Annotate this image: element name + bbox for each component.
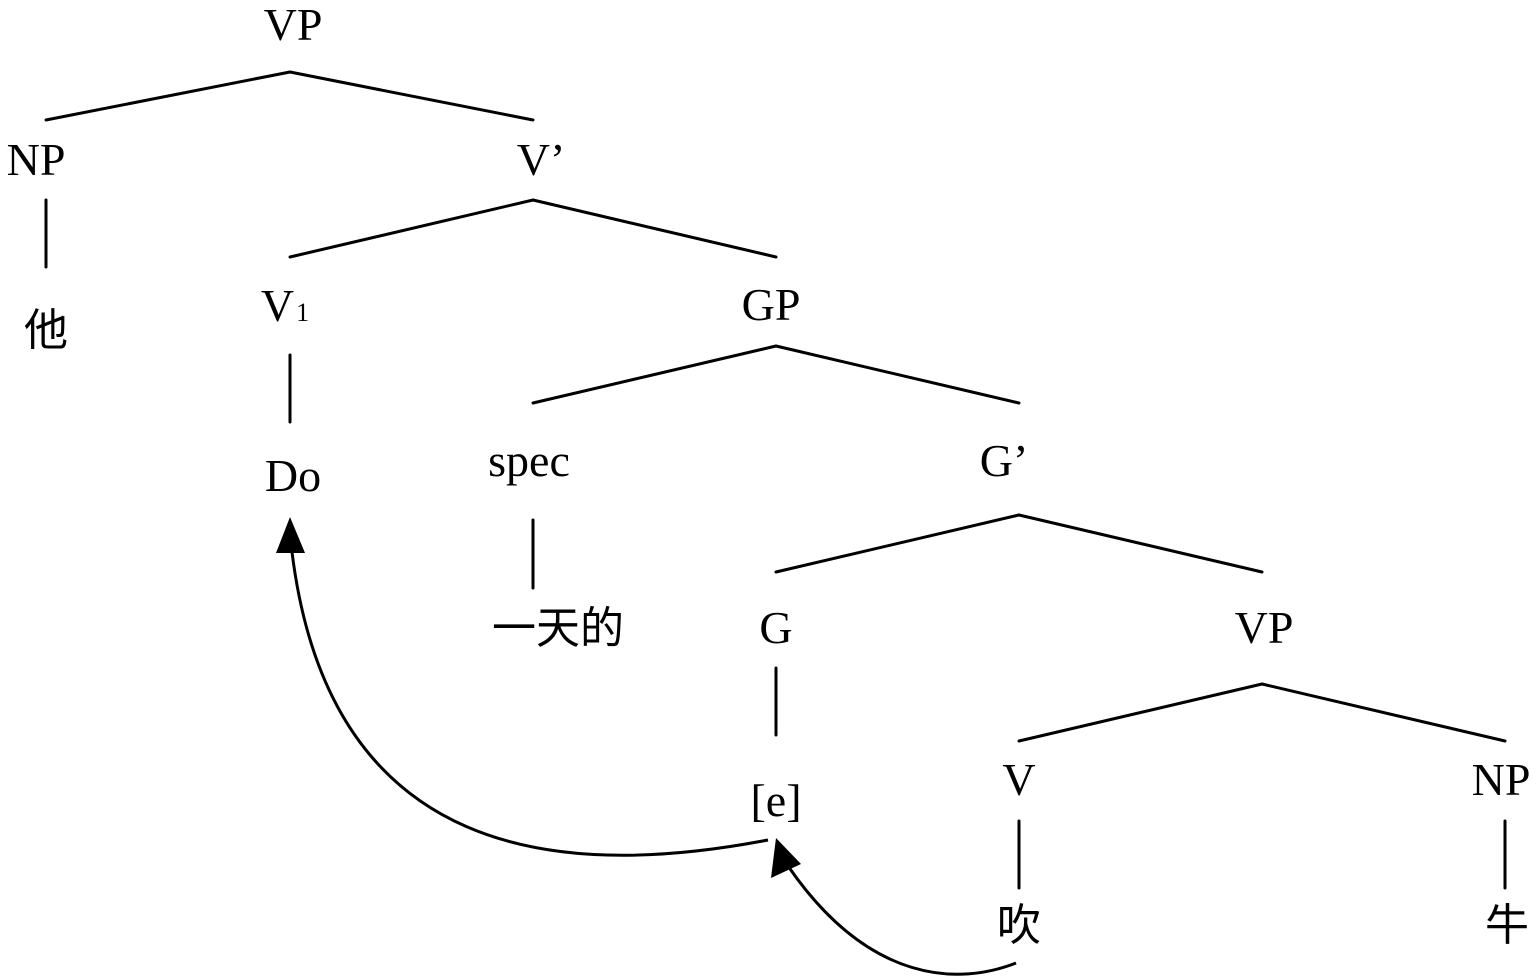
node-ta: 他 [24,305,68,356]
node-vp-lower: VP [1235,602,1294,653]
node-vp-root: VP [264,0,323,50]
movement-arrow-e-to-do [290,551,769,857]
movement-arrows [276,517,1017,976]
edge-gbar-vp [1017,513,1264,574]
edge-vp-np [44,70,292,122]
node-spec: spec [488,435,570,486]
node-yitiande: 一天的 [492,603,624,654]
node-g-bar: G’ [980,435,1029,486]
edge-gp-spec [531,344,778,405]
arrowhead-e-icon [771,838,801,878]
node-v1-main: V [261,280,294,331]
node-e-trace: [e] [750,775,801,826]
movement-arrow-chui-to-e [786,865,1017,976]
arrowhead-do-icon [276,517,305,553]
edge-vp-np-obj [1260,682,1507,743]
node-chui: 吹 [997,900,1041,951]
tree-edges [44,70,1507,890]
node-gp: GP [742,279,801,330]
node-do: Do [265,450,321,501]
node-np-subject: NP [7,134,66,185]
edge-vbar-gp [531,198,778,259]
edge-vbar-v1 [288,198,535,259]
tree-nodes: VP NP 他 V’ V1 Do GP spec 一天的 G’ G [e] VP… [7,0,1531,951]
edge-vp-v [1017,682,1264,743]
node-niu: 牛 [1485,900,1529,951]
edge-vp-vbar [288,70,535,122]
node-v1: V1 [261,280,309,331]
edge-gp-gbar [774,344,1021,405]
node-v-bar: V’ [517,134,566,185]
node-np-object: NP [1472,754,1531,805]
node-g: G [759,602,792,653]
node-v1-subscript: 1 [296,298,309,327]
node-v-lower: V [1002,754,1035,805]
edge-gbar-g [774,513,1021,574]
